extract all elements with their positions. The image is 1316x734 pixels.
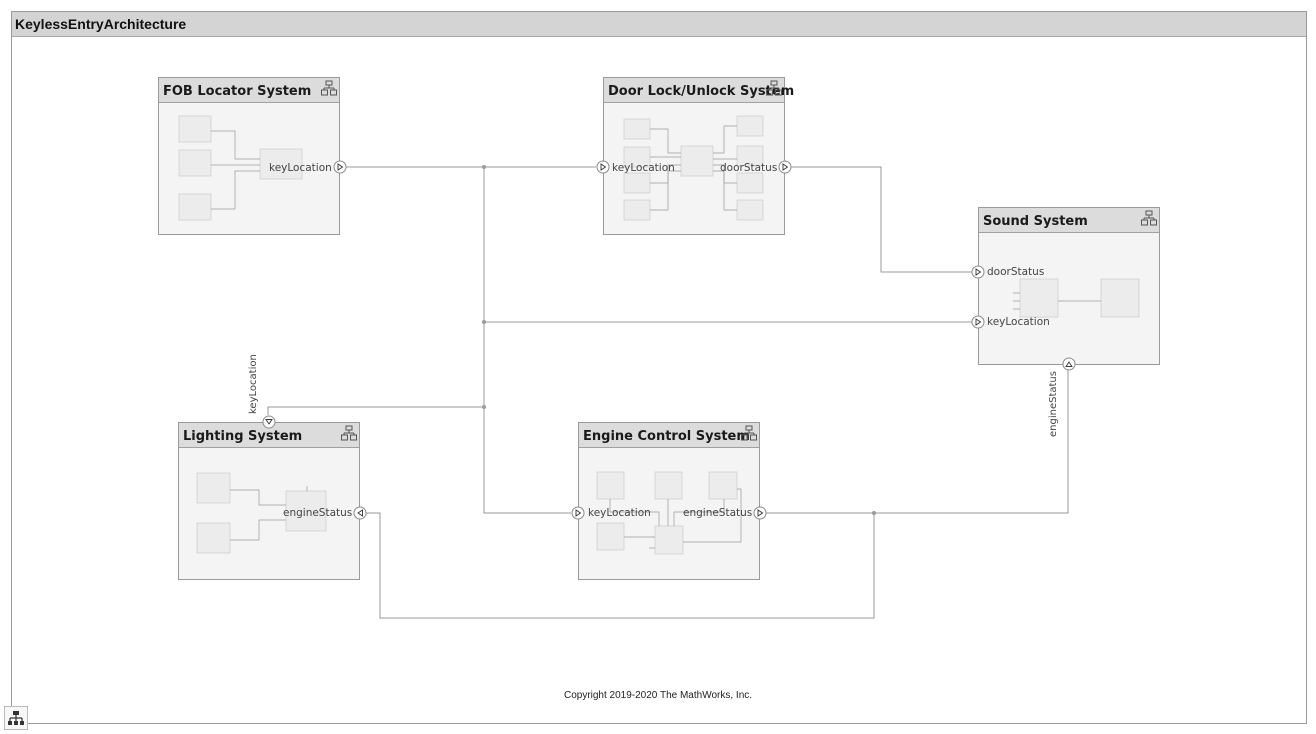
hierarchy-icon[interactable] bbox=[741, 425, 757, 441]
junction-dot bbox=[482, 405, 486, 409]
port-label-doorstatus: doorStatus bbox=[987, 266, 1045, 278]
port-label-keylocation: keyLocation bbox=[269, 162, 332, 174]
copyright-notice: Copyright 2019-2020 The MathWorks, Inc. bbox=[563, 690, 753, 701]
port-label-enginestatus-sound: engineStatus bbox=[1048, 371, 1059, 437]
port-label-doorstatus: doorStatus bbox=[720, 162, 778, 174]
hierarchy-icon[interactable] bbox=[766, 80, 782, 96]
component-door-lock-unlock-system[interactable]: Door Lock/Unlock System keyLocation door… bbox=[596, 77, 794, 235]
hierarchy-icon[interactable] bbox=[341, 425, 357, 441]
input-port[interactable] bbox=[1062, 357, 1076, 371]
component-title: Door Lock/Unlock System bbox=[604, 78, 794, 103]
input-port[interactable] bbox=[571, 506, 585, 520]
junction-dot bbox=[872, 511, 876, 515]
port-label-enginestatus: engineStatus bbox=[683, 507, 753, 519]
wire-keylocation-lighting bbox=[267, 406, 484, 415]
wire-enginestatus-sound bbox=[765, 370, 1069, 514]
input-port[interactable] bbox=[971, 265, 985, 279]
port-label-enginestatus: engineStatus bbox=[283, 507, 353, 519]
junction-dot bbox=[482, 320, 486, 324]
tree-icon bbox=[8, 711, 24, 725]
wire-keylocation-trunk bbox=[483, 167, 571, 514]
component-fob-locator-system[interactable]: FOB Locator System keyLocation bbox=[158, 77, 347, 235]
output-port[interactable] bbox=[753, 506, 767, 520]
component-title: Sound System bbox=[979, 208, 1159, 233]
component-title: Engine Control System bbox=[579, 423, 759, 448]
component-sound-system[interactable]: Sound System doorStatus keyLocation bbox=[971, 207, 1160, 371]
port-label-keylocation: keyLocation bbox=[588, 507, 651, 519]
hierarchy-icon[interactable] bbox=[321, 80, 337, 96]
junction-dot bbox=[482, 165, 486, 169]
inner-thumbnail bbox=[623, 115, 764, 221]
input-port[interactable] bbox=[353, 506, 367, 520]
inner-thumbnail bbox=[196, 472, 327, 554]
input-port[interactable] bbox=[262, 415, 276, 429]
inner-thumbnail bbox=[178, 115, 303, 221]
component-title: Lighting System bbox=[179, 423, 359, 448]
component-lighting-system[interactable]: Lighting System engineStatus bbox=[178, 415, 367, 580]
output-port[interactable] bbox=[333, 160, 347, 174]
output-port[interactable] bbox=[778, 160, 792, 174]
port-label-keylocation: keyLocation bbox=[612, 162, 675, 174]
inner-thumbnail bbox=[1013, 278, 1140, 318]
inner-thumbnail bbox=[596, 471, 742, 555]
model-browser-button[interactable] bbox=[4, 706, 28, 730]
port-label-keylocation-lighting: keyLocation bbox=[248, 354, 259, 414]
component-engine-control-system[interactable]: Engine Control System keyLocation engine… bbox=[571, 422, 767, 580]
input-port[interactable] bbox=[596, 160, 610, 174]
wire-enginestatus-lighting bbox=[366, 512, 875, 619]
input-port[interactable] bbox=[971, 315, 985, 329]
hierarchy-icon[interactable] bbox=[1141, 210, 1157, 226]
wire-doorstatus bbox=[790, 166, 972, 273]
port-label-keylocation: keyLocation bbox=[987, 316, 1050, 328]
component-title: FOB Locator System bbox=[159, 78, 339, 103]
diagram-title: KeylessEntryArchitecture bbox=[12, 12, 1306, 37]
